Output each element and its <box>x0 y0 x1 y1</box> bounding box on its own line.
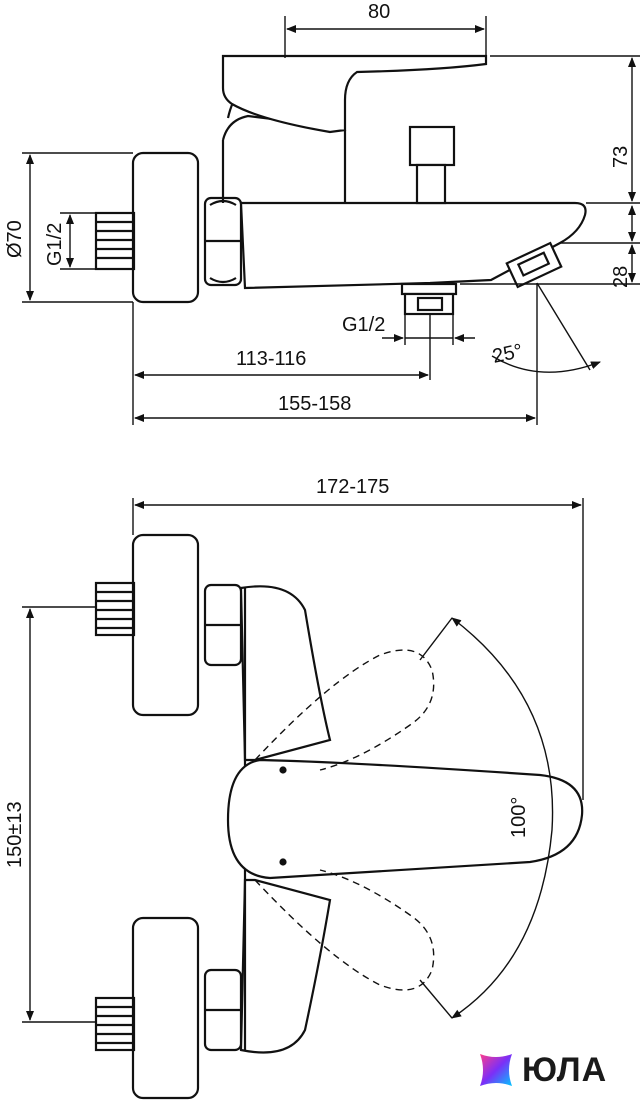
outlet-nut <box>400 282 458 316</box>
dim-73-label: 73 <box>610 146 632 168</box>
lower-connector <box>94 996 136 1052</box>
thread-outlet-label: G1/2 <box>342 314 385 336</box>
dim-155-label: 155-158 <box>278 393 351 415</box>
lever-swing-outline <box>254 649 435 991</box>
dim-172-label: 172-175 <box>316 476 389 498</box>
upper-hex-nut <box>203 583 243 667</box>
yula-watermark: ЮЛА <box>476 1050 607 1090</box>
yula-logo-icon <box>480 1054 512 1086</box>
yula-logo-text: ЮЛА <box>522 1050 608 1089</box>
top-view <box>94 533 584 1100</box>
dim-28-label: 28 <box>610 266 632 288</box>
diverter-knob <box>408 125 456 205</box>
dim-80-label: 80 <box>368 1 390 23</box>
angle-100-label: 100° <box>508 797 530 838</box>
wall-flange <box>131 151 200 304</box>
inlet-connector <box>94 211 136 271</box>
lower-flange <box>131 916 200 1100</box>
side-dimensions <box>22 16 640 425</box>
top-body <box>239 585 332 1054</box>
upper-connector <box>94 581 136 637</box>
side-view <box>94 54 587 316</box>
spout-aerator <box>505 241 563 289</box>
upper-flange <box>131 533 200 717</box>
thread-inlet-label: G1/2 <box>44 223 66 266</box>
lower-hex-nut <box>203 968 243 1052</box>
dim-150-label: 150±13 <box>4 801 26 868</box>
lever-column <box>221 114 347 203</box>
top-dimensions <box>22 498 584 1023</box>
hex-nut <box>203 196 243 287</box>
dim-113-label: 113-116 <box>236 348 306 370</box>
dim-diameter-label: Ø70 <box>4 220 26 258</box>
angle-25-label: 25° <box>490 340 524 368</box>
lever-handle <box>221 54 488 134</box>
